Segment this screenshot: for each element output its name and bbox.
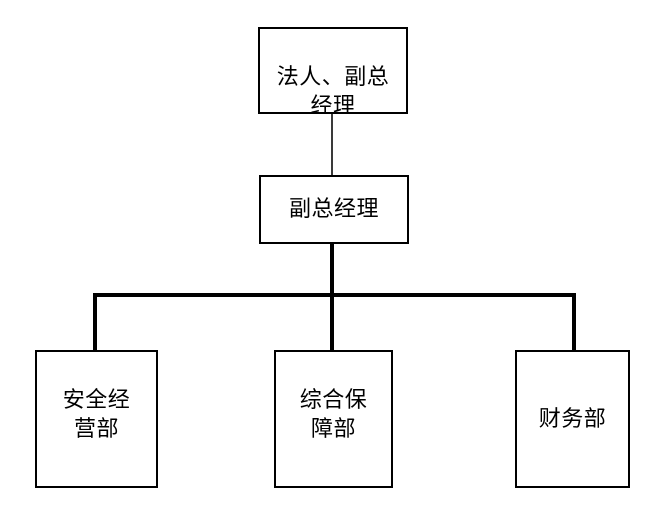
node-legal-rep-deputy-gm[interactable]: 法人、副总 经理 xyxy=(258,27,408,118)
connector-bus-to-finance-dept xyxy=(572,293,576,350)
node-comprehensive-support-dept[interactable]: 综合保 障部 xyxy=(274,350,393,488)
node-finance-dept[interactable]: 财务部 xyxy=(515,350,630,488)
connector-horizontal-bus xyxy=(94,293,576,297)
node-safety-operations-dept[interactable]: 安全经 营部 xyxy=(35,350,158,488)
connector-deputy-gm-to-bus xyxy=(330,244,334,350)
connector-legal-rep-to-deputy-gm xyxy=(331,114,333,175)
node-deputy-gm[interactable]: 副总经理 xyxy=(259,175,409,244)
connector-bus-to-safety-operations-dept xyxy=(93,293,97,350)
